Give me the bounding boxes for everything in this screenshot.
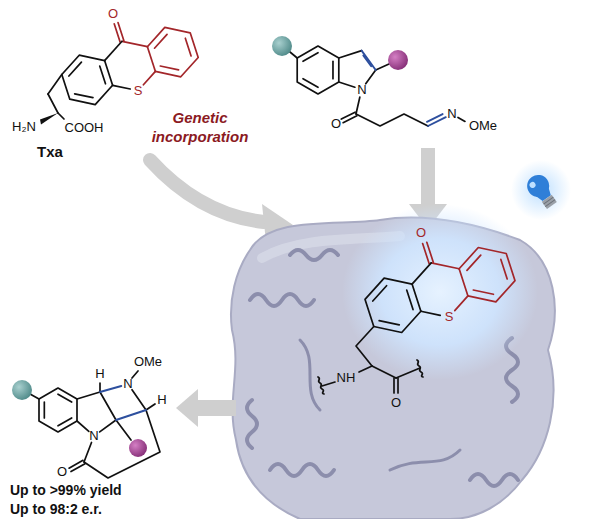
product-arrow (176, 389, 236, 427)
atom-label: N (357, 83, 366, 98)
atom-label: O (331, 117, 341, 132)
result-note: Up to 98:2 e.r. (10, 501, 102, 517)
process-label: Genetic incorporation (141, 108, 259, 147)
result-note: Up to >99% yield (10, 482, 122, 498)
atom-label: OMe (134, 355, 162, 370)
atom-label: N (123, 377, 132, 392)
atom-label: H (157, 393, 166, 408)
atom-label: O (108, 7, 118, 22)
atom-label: H₂N (12, 120, 36, 135)
atom-label: H (95, 367, 104, 382)
compound-name: Txa (37, 143, 63, 160)
substrate-structure (272, 36, 465, 126)
product-structure (12, 371, 160, 478)
atom-label: O (57, 465, 67, 480)
atom-label: O (391, 396, 401, 411)
atom-label: S (134, 84, 143, 99)
atom-label: N (89, 429, 98, 444)
enzyme-surface (231, 204, 555, 519)
atom-label: COOH (65, 121, 104, 136)
atom-label: S (445, 310, 454, 325)
atom-label: O (416, 226, 426, 241)
atom-label: N (447, 107, 456, 122)
atom-label: NH (337, 371, 356, 386)
light-bulb (511, 160, 571, 220)
incorporation-arrow (150, 160, 293, 242)
atom-label: OMe (469, 119, 497, 134)
txa-residue (318, 242, 515, 394)
